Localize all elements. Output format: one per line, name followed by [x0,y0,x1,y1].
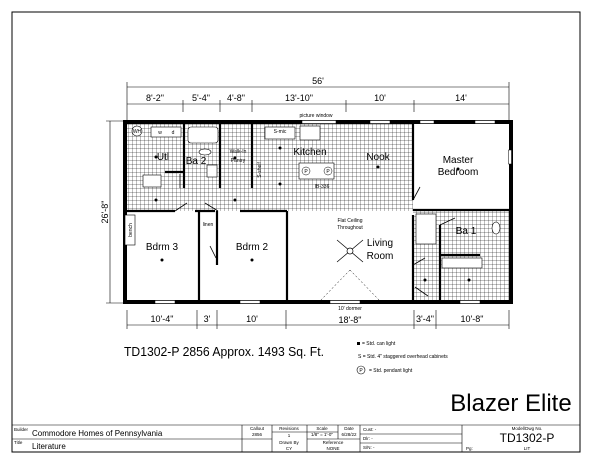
pendant-2: P [326,169,330,175]
ceiling-fan-icon [336,239,364,263]
flat-ceiling-label-2: Throughout [337,225,363,231]
room-bdrm3: Bdrm 3 [146,242,179,253]
top-dim-3: 4'-8" [227,93,245,103]
room-master-1: Master [443,155,474,166]
model-dwg-label: Model/Dwg No. [512,426,543,431]
drawn-by-value: CY [286,446,292,451]
dlr-field: Dlr: - [363,436,373,441]
pendant-1: P [304,169,308,175]
callout-label: Callout [250,426,265,431]
fixtures [124,125,501,269]
washer-label: w [158,130,162,136]
drawn-by-label: Drawn By [279,440,299,445]
date-value: 6/28/22 [341,432,357,437]
room-master-2: Bedroom [438,167,479,178]
shelf-label: S-shelf [257,162,263,178]
wh-label: WH [133,129,142,135]
doors [174,174,456,297]
bottom-dim-4: 18'-8" [339,315,362,325]
room-nook: Nook [366,152,390,163]
depth-dimension [106,120,124,304]
legend-can-light: = Std. can light [362,341,396,347]
island-label: IB-336 [315,184,330,190]
page-label: Pg: [466,446,473,451]
top-dim-6: 14' [455,93,467,103]
bottom-dim-1: 10'-4" [151,314,174,324]
title-block [12,424,580,452]
top-dim-1: 8'-2" [146,93,164,103]
bottom-dim-3: 10' [246,314,258,324]
top-dimensions [126,82,510,120]
top-dim-5: 10' [374,93,386,103]
flat-ceiling-label-1: Flat Ceiling [337,218,362,224]
overall-width-label: 56' [312,76,324,86]
page-value: LIT [524,446,531,451]
title-label: Title [14,440,23,445]
dormer-lines [319,269,381,302]
bottom-dim-6: 10'-8" [461,314,484,324]
model-dwg-value: TD1302-P [500,431,555,445]
revisions-label: Revisions [279,426,299,431]
can-lights [154,146,471,282]
bottom-dim-2: 3' [204,314,211,324]
plan-summary: TD1302-P 2856 Approx. 1493 Sq. Ft. [124,344,324,359]
can-light-icon [357,342,360,345]
picture-window-label: picture window [299,113,332,119]
title-value: Literature [32,442,66,451]
top-dim-2: 5'-4" [192,93,210,103]
room-util: Utl [157,152,169,163]
windows [154,120,512,304]
room-kitchen: Kitchen [293,147,326,158]
room-pantry-1: Walk-In [230,149,247,155]
room-ba1: Ba 1 [456,226,477,237]
bench-label: bench [128,223,134,237]
date-label: Date [344,426,354,431]
room-bdrm2: Bdrm 2 [236,242,269,253]
master-bedroom-floor [414,124,509,210]
pendant-legend-symbol: P [359,368,363,374]
room-ba2: Ba 2 [186,156,207,167]
callout-value: 2856 [252,432,263,437]
room-living-2: Room [367,251,394,262]
builder-label: Builder [14,427,29,432]
scale-label: Scale [316,426,328,431]
bottom-dimensions [126,310,510,329]
room-pantry-2: Pantry [231,158,246,164]
depth-label: 26'-8" [100,201,110,224]
legend-cabinets: S = Std. 4" staggered overhead cabinets [358,354,448,360]
pendant-legend-icon [356,365,366,375]
sheet-border [11,11,581,453]
model-name: Blazer Elite [450,390,571,417]
dryer-label: d [172,130,175,136]
sn-field: S/N: - [363,445,375,450]
top-dim-4: 13'-10" [285,93,313,103]
cust-field: Cust: - [363,427,377,432]
linen-label: linen [203,222,214,228]
reference-value: NONE [326,446,339,451]
smic-label: S-mic [274,129,287,135]
dormer-label: 10' dormer [338,306,362,312]
bottom-dim-5: 3'-4" [416,314,434,324]
scale-value: 1/8" = 1'-0" [311,432,333,437]
reference-label: Reference [323,440,344,445]
pendant-light-icons [301,166,333,176]
builder-value: Commodore Homes of Pennsylvania [32,429,163,438]
revisions-value: 1 [288,433,291,438]
legend-pendant: = Std. pendant light [369,368,413,374]
interior-walls [126,123,510,301]
room-living-1: Living [367,238,393,249]
